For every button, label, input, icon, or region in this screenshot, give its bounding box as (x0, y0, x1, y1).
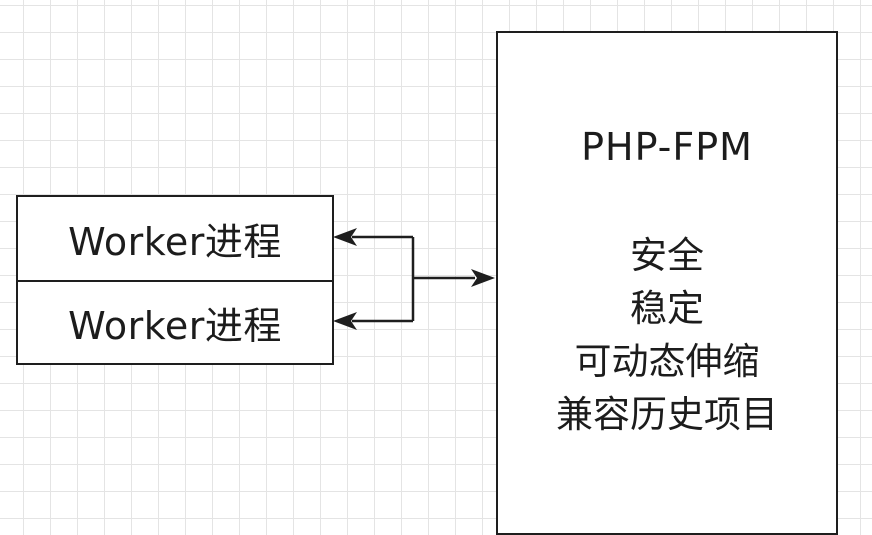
worker-process-2-label: Worker进程 (68, 304, 282, 348)
arrowhead-worker-2-icon (333, 312, 357, 330)
worker-process-2: Worker进程 (18, 280, 332, 363)
worker-process-1-label: Worker进程 (68, 220, 282, 264)
php-fpm-feature-list: 安全 稳定 可动态伸缩 兼容历史项目 (498, 229, 836, 441)
arrowhead-worker-1-icon (333, 228, 357, 246)
php-fpm-title: PHP-FPM (581, 125, 753, 169)
feature-item: 兼容历史项目 (556, 393, 778, 436)
feature-item: 安全 (630, 234, 704, 277)
feature-item: 稳定 (630, 287, 704, 330)
worker-process-group: Worker进程 Worker进程 (16, 195, 334, 365)
feature-item: 可动态伸缩 (574, 340, 760, 383)
worker-process-1: Worker进程 (18, 197, 332, 280)
arrowhead-fpm-icon (471, 269, 495, 287)
php-fpm-box: PHP-FPM 安全 稳定 可动态伸缩 兼容历史项目 (496, 31, 838, 535)
